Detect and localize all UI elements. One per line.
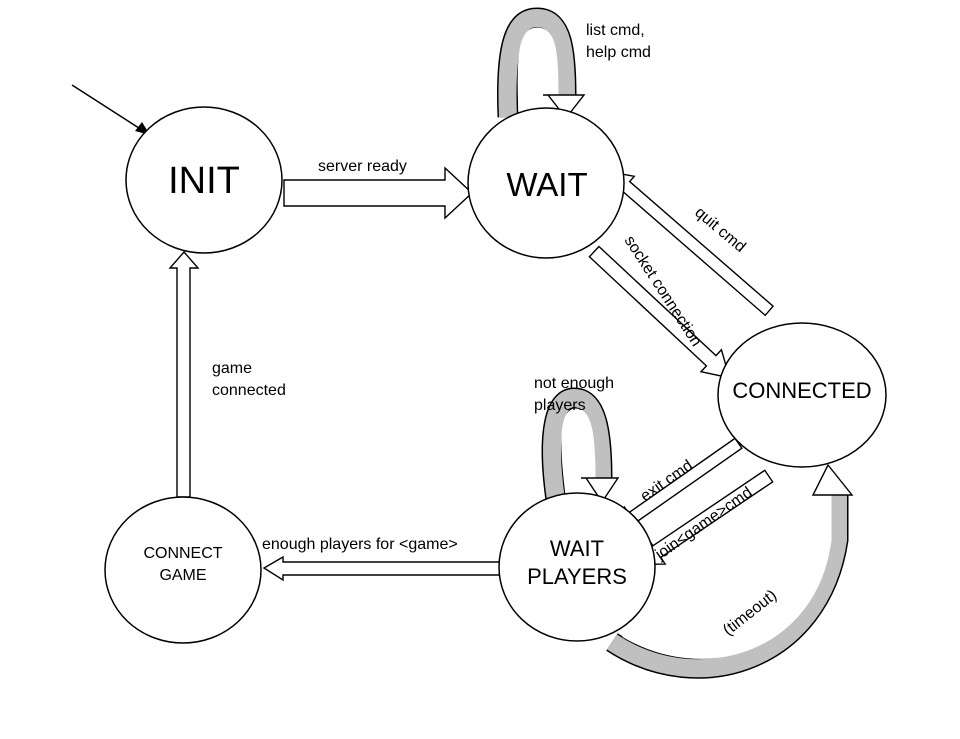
state-connect-game: CONNECT GAME [104,496,262,644]
start-arrow [71,84,150,135]
label-game-connected-2: connected [212,382,286,399]
transition-arrow-socket-connection [588,245,731,379]
label-game-connected-1: game [212,360,252,377]
state-init: INIT [125,106,283,254]
state-connected: CONNECTED [717,322,887,468]
state-wait-label: WAIT [506,166,587,203]
transition-timeout [606,463,854,679]
state-connected-label: CONNECTED [732,378,871,403]
label-not-enough-1: not enough [534,375,614,392]
state-init-label: INIT [168,160,240,202]
label-list-cmd: list cmd, [586,22,645,39]
state-wait: WAIT [467,107,625,259]
state-wait-players-label-1: WAIT [550,536,604,561]
label-enough-players: enough players for <game> [262,536,458,553]
state-connect-game-label-2: GAME [159,567,206,584]
transition-arrow-server-ready [283,166,474,220]
label-help-cmd: help cmd [586,44,651,61]
transition-arrow-enough-players [262,555,501,582]
transition-arrow-game-connected [168,250,200,498]
state-connect-game-label-1: CONNECT [143,545,222,562]
state-wait-players-label-2: PLAYERS [527,564,627,589]
label-not-enough-2: players [534,397,586,414]
loop-wait-self [497,7,586,120]
loop-wait-players-self [541,387,620,504]
label-server-ready: server ready [318,158,407,175]
state-wait-players: WAIT PLAYERS [498,492,656,642]
